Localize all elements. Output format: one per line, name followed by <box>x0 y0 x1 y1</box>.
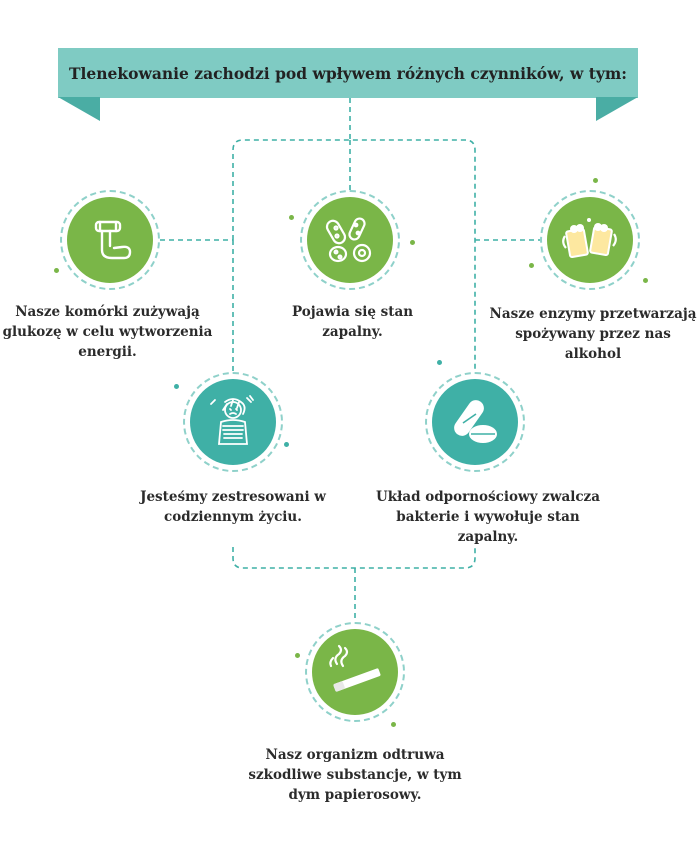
label-immune: Układ odpornościowy zwalcza bakterie i w… <box>376 489 600 545</box>
node-glucose <box>60 190 160 290</box>
ribbon-fold-left <box>58 97 100 121</box>
dot-decoration <box>437 360 442 365</box>
node-inflammation <box>300 190 400 290</box>
ribbon-fold-right <box>596 97 638 121</box>
label-glucose: Nasze komórki zużywają glukozę w celu wy… <box>2 304 213 360</box>
dot-decoration <box>295 653 300 658</box>
dot-decoration <box>529 263 534 268</box>
beer-mugs-icon <box>562 218 617 259</box>
dot-decoration <box>410 240 415 245</box>
dot-decoration <box>391 722 396 727</box>
pills-icon <box>454 400 497 443</box>
bacteria-icon <box>325 217 372 263</box>
cigarette-icon <box>329 644 381 692</box>
label-inflammation: Pojawia się stan zapalny. <box>291 304 414 340</box>
page-title: Tlenekowanie zachodzi pod wpływem różnyc… <box>68 63 627 83</box>
label-smoke: Nasz organizm odtruwa szkodliwe substanc… <box>248 747 462 803</box>
dot-decoration <box>54 268 59 273</box>
label-stress: Jesteśmy zestresowani w codziennym życiu… <box>140 489 326 525</box>
flexed-arm-icon <box>94 220 132 260</box>
dot-decoration <box>643 278 648 283</box>
title-banner: Tlenekowanie zachodzi pod wpływem różnyc… <box>58 48 638 98</box>
label-alcohol: Nasze enzymy przetwarzają spożywany prze… <box>489 306 697 362</box>
dot-decoration <box>593 178 598 183</box>
stressed-person-icon <box>210 395 254 445</box>
node-smoke <box>305 622 405 722</box>
node-stress <box>183 372 283 472</box>
dot-decoration <box>174 384 179 389</box>
node-immune <box>425 372 525 472</box>
dot-decoration <box>289 215 294 220</box>
dot-decoration <box>284 442 289 447</box>
node-alcohol <box>540 190 640 290</box>
